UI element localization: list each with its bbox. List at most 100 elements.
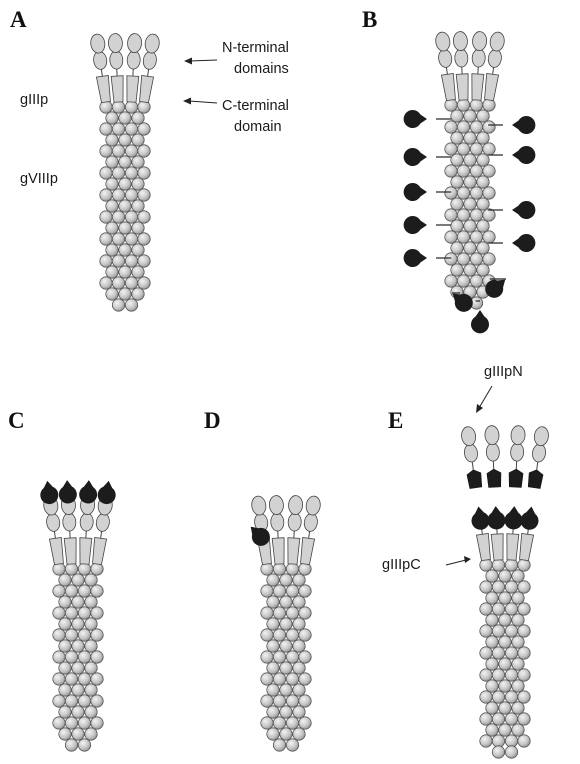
gviiip-sphere — [464, 220, 476, 232]
n-terminal-domain — [305, 495, 322, 516]
gviiip-sphere — [138, 233, 150, 245]
gviiip-sphere — [112, 189, 124, 201]
binder-icon — [504, 506, 523, 530]
gviiip-sphere — [518, 647, 530, 659]
gviiip-sphere — [65, 717, 77, 729]
gviiip-sphere — [267, 618, 279, 630]
n-terminal-domain — [487, 49, 502, 69]
gviiip-sphere — [477, 242, 489, 254]
gviiip-sphere — [457, 253, 469, 265]
gviiip-sphere — [299, 673, 311, 685]
gviiip-sphere — [286, 585, 298, 597]
gviiip-sphere — [286, 673, 298, 685]
gviiip-sphere — [299, 717, 311, 729]
gviiip-sphere — [464, 198, 476, 210]
n-terminal-domain — [288, 513, 302, 532]
coat-gviiip — [261, 563, 311, 751]
gviiip-sphere — [112, 145, 124, 157]
gviiip-sphere — [486, 680, 498, 692]
giiip-protein — [286, 495, 304, 564]
arrow-c-terminal — [183, 98, 217, 105]
gviiip-sphere — [464, 132, 476, 144]
gviiip-sphere — [464, 242, 476, 254]
gviiip-sphere — [464, 154, 476, 166]
binder-icon — [487, 506, 506, 530]
c-terminal-domain — [272, 538, 285, 565]
coat-gviiip — [53, 563, 103, 751]
gviiip-sphere — [119, 288, 131, 300]
linker — [101, 69, 102, 76]
phage-e — [458, 425, 551, 758]
gviiip-sphere — [451, 264, 463, 276]
gviiip-sphere — [470, 143, 482, 155]
gviiip-sphere — [273, 585, 285, 597]
gviiip-sphere — [499, 680, 511, 692]
n-terminal-domain — [127, 51, 141, 70]
c-terminal-domain — [299, 537, 315, 564]
gviiip-sphere — [492, 559, 504, 571]
gviiip-sphere — [53, 673, 65, 685]
label-giiip: gIIIp — [20, 92, 48, 108]
gviiip-sphere — [112, 211, 124, 223]
gviiip-sphere — [505, 669, 517, 681]
gviiip-sphere — [53, 607, 65, 619]
gviiip-sphere — [53, 629, 65, 641]
linker — [101, 531, 102, 538]
gviiip-sphere — [78, 629, 90, 641]
n-terminal-domain — [453, 31, 468, 51]
gviiip-sphere — [499, 570, 511, 582]
binder-icon — [404, 148, 427, 166]
giiip-protein — [269, 495, 287, 564]
gviiip-sphere — [512, 680, 524, 692]
phage-c — [38, 480, 117, 752]
gviiip-sphere — [457, 187, 469, 199]
gviiip-sphere — [59, 706, 71, 718]
gviiip-sphere — [273, 673, 285, 685]
gviiip-sphere — [286, 651, 298, 663]
gviiip-sphere — [518, 625, 530, 637]
gviiip-sphere — [267, 640, 279, 652]
gviiip-sphere — [106, 134, 118, 146]
gviiip-sphere — [280, 640, 292, 652]
n-terminal-domain — [90, 33, 107, 54]
gviiip-sphere — [470, 253, 482, 265]
c-terminal-domain — [287, 538, 300, 565]
gviiip-sphere — [119, 134, 131, 146]
gviiip-sphere — [125, 233, 137, 245]
fused-domain — [508, 469, 523, 488]
gviiip-sphere — [480, 647, 492, 659]
n-terminal-domain — [484, 425, 499, 445]
gviiip-sphere — [492, 735, 504, 747]
gviiip-sphere — [59, 728, 71, 740]
gviiip-sphere — [85, 618, 97, 630]
gviiip-sphere — [280, 662, 292, 674]
fused-domain — [466, 469, 482, 489]
gviiip-sphere — [132, 266, 144, 278]
giiip-protein — [108, 33, 126, 102]
gviiip-sphere — [464, 176, 476, 188]
n-terminal-domain — [437, 49, 452, 69]
gviiip-sphere — [78, 695, 90, 707]
gviiip-sphere — [72, 574, 84, 586]
binder-body — [512, 146, 535, 164]
gviiip-sphere — [477, 264, 489, 276]
n-terminal-domain — [92, 51, 107, 71]
gviiip-sphere — [499, 592, 511, 604]
gviiip-sphere — [132, 200, 144, 212]
gviiip-sphere — [119, 244, 131, 256]
gviiip-sphere — [138, 255, 150, 267]
gviiip-sphere — [512, 724, 524, 736]
coat-gviiip — [445, 99, 495, 309]
gviiip-sphere — [132, 112, 144, 124]
gviiip-sphere — [480, 603, 492, 615]
gviiip-sphere — [483, 165, 495, 177]
linker — [472, 462, 473, 470]
gviiip-sphere — [512, 658, 524, 670]
n-terminal-domain — [511, 425, 526, 445]
gviiip-sphere — [100, 233, 112, 245]
gviiip-sphere — [451, 132, 463, 144]
binder-body — [512, 116, 535, 134]
gviiip-sphere — [261, 585, 273, 597]
gviiip-sphere — [59, 662, 71, 674]
